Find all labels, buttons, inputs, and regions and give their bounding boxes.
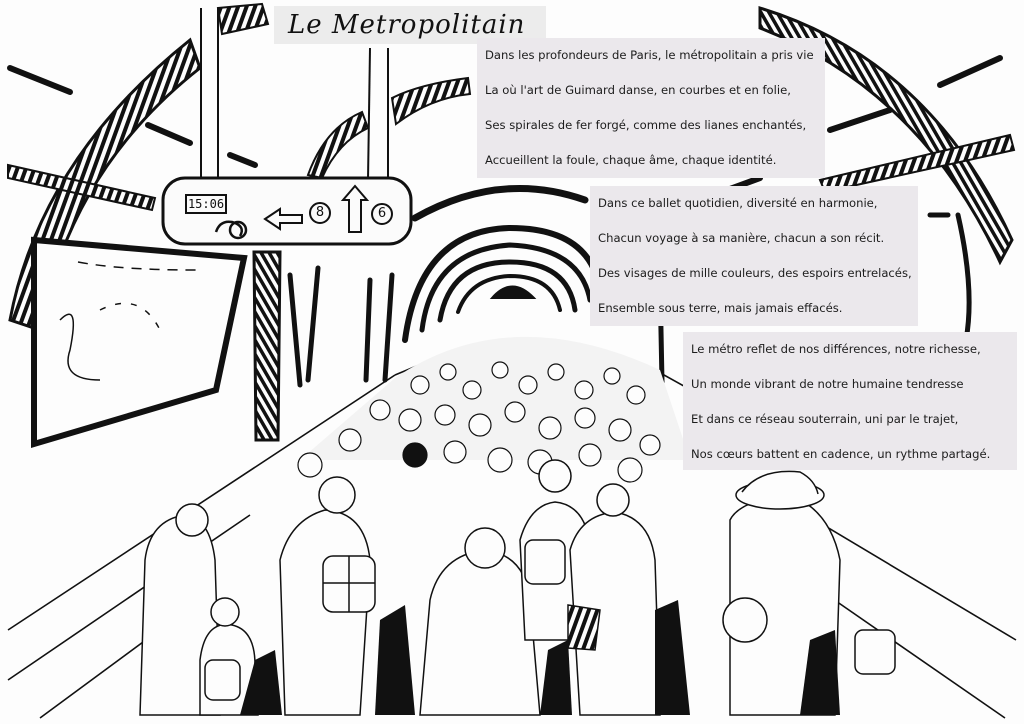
sign-line-8: 8 [309,202,331,224]
left-rail-hatch [7,163,157,212]
poem-line: Chacun voyage à sa manière, chacun a son… [598,231,885,245]
arrow-up-icon [340,184,370,233]
hatched-pillar [252,250,282,442]
right-rail-hatch [818,133,1016,194]
right-arch [758,5,1014,266]
mid-arch-right [390,76,472,126]
arrow-left-icon [263,207,303,231]
artwork-title-strip: Le Metropolitain [274,6,546,44]
poem-line: Des visages de mille couleurs, des espoi… [598,266,912,280]
poem-line: Et dans ce réseau souterrain, uni par le… [691,412,959,426]
sign-line-6: 6 [371,203,393,225]
poem-line: Dans ce ballet quotidien, diversité en h… [598,196,878,210]
sign-poles [200,8,389,181]
poem-line: Ses spirales de fer forgé, comme des lia… [485,118,807,132]
poem-line: La où l'art de Guimard danse, en courbes… [485,83,791,97]
poem-line: Dans les profondeurs de Paris, le métrop… [485,48,814,62]
poem-line: Accueillent la foule, chaque âme, chaque… [485,153,777,167]
artwork-title: Le Metropolitain [288,10,526,40]
crowd-shadows [240,600,840,715]
poem-line: Ensemble sous terre, mais jamais effacés… [598,301,843,315]
poem-line: Un monde vibrant de notre humaine tendre… [691,377,964,391]
poem-stanza-3: Le métro reflet de nos différences, notr… [683,332,1017,470]
poem-line: Le métro reflet de nos différences, notr… [691,342,981,356]
tunnel-arches [402,185,603,343]
left-billboard [31,236,248,449]
snail-icon [214,220,248,240]
crowd [139,336,896,716]
poem-stanza-1: Dans les profondeurs de Paris, le métrop… [477,38,825,178]
poem-line: Nos cœurs battent en cadence, un rythme … [691,447,991,461]
sign-clock: 15:06 [185,194,227,214]
poem-stanza-2: Dans ce ballet quotidien, diversité en h… [590,186,918,326]
mid-arch-left [306,110,370,180]
